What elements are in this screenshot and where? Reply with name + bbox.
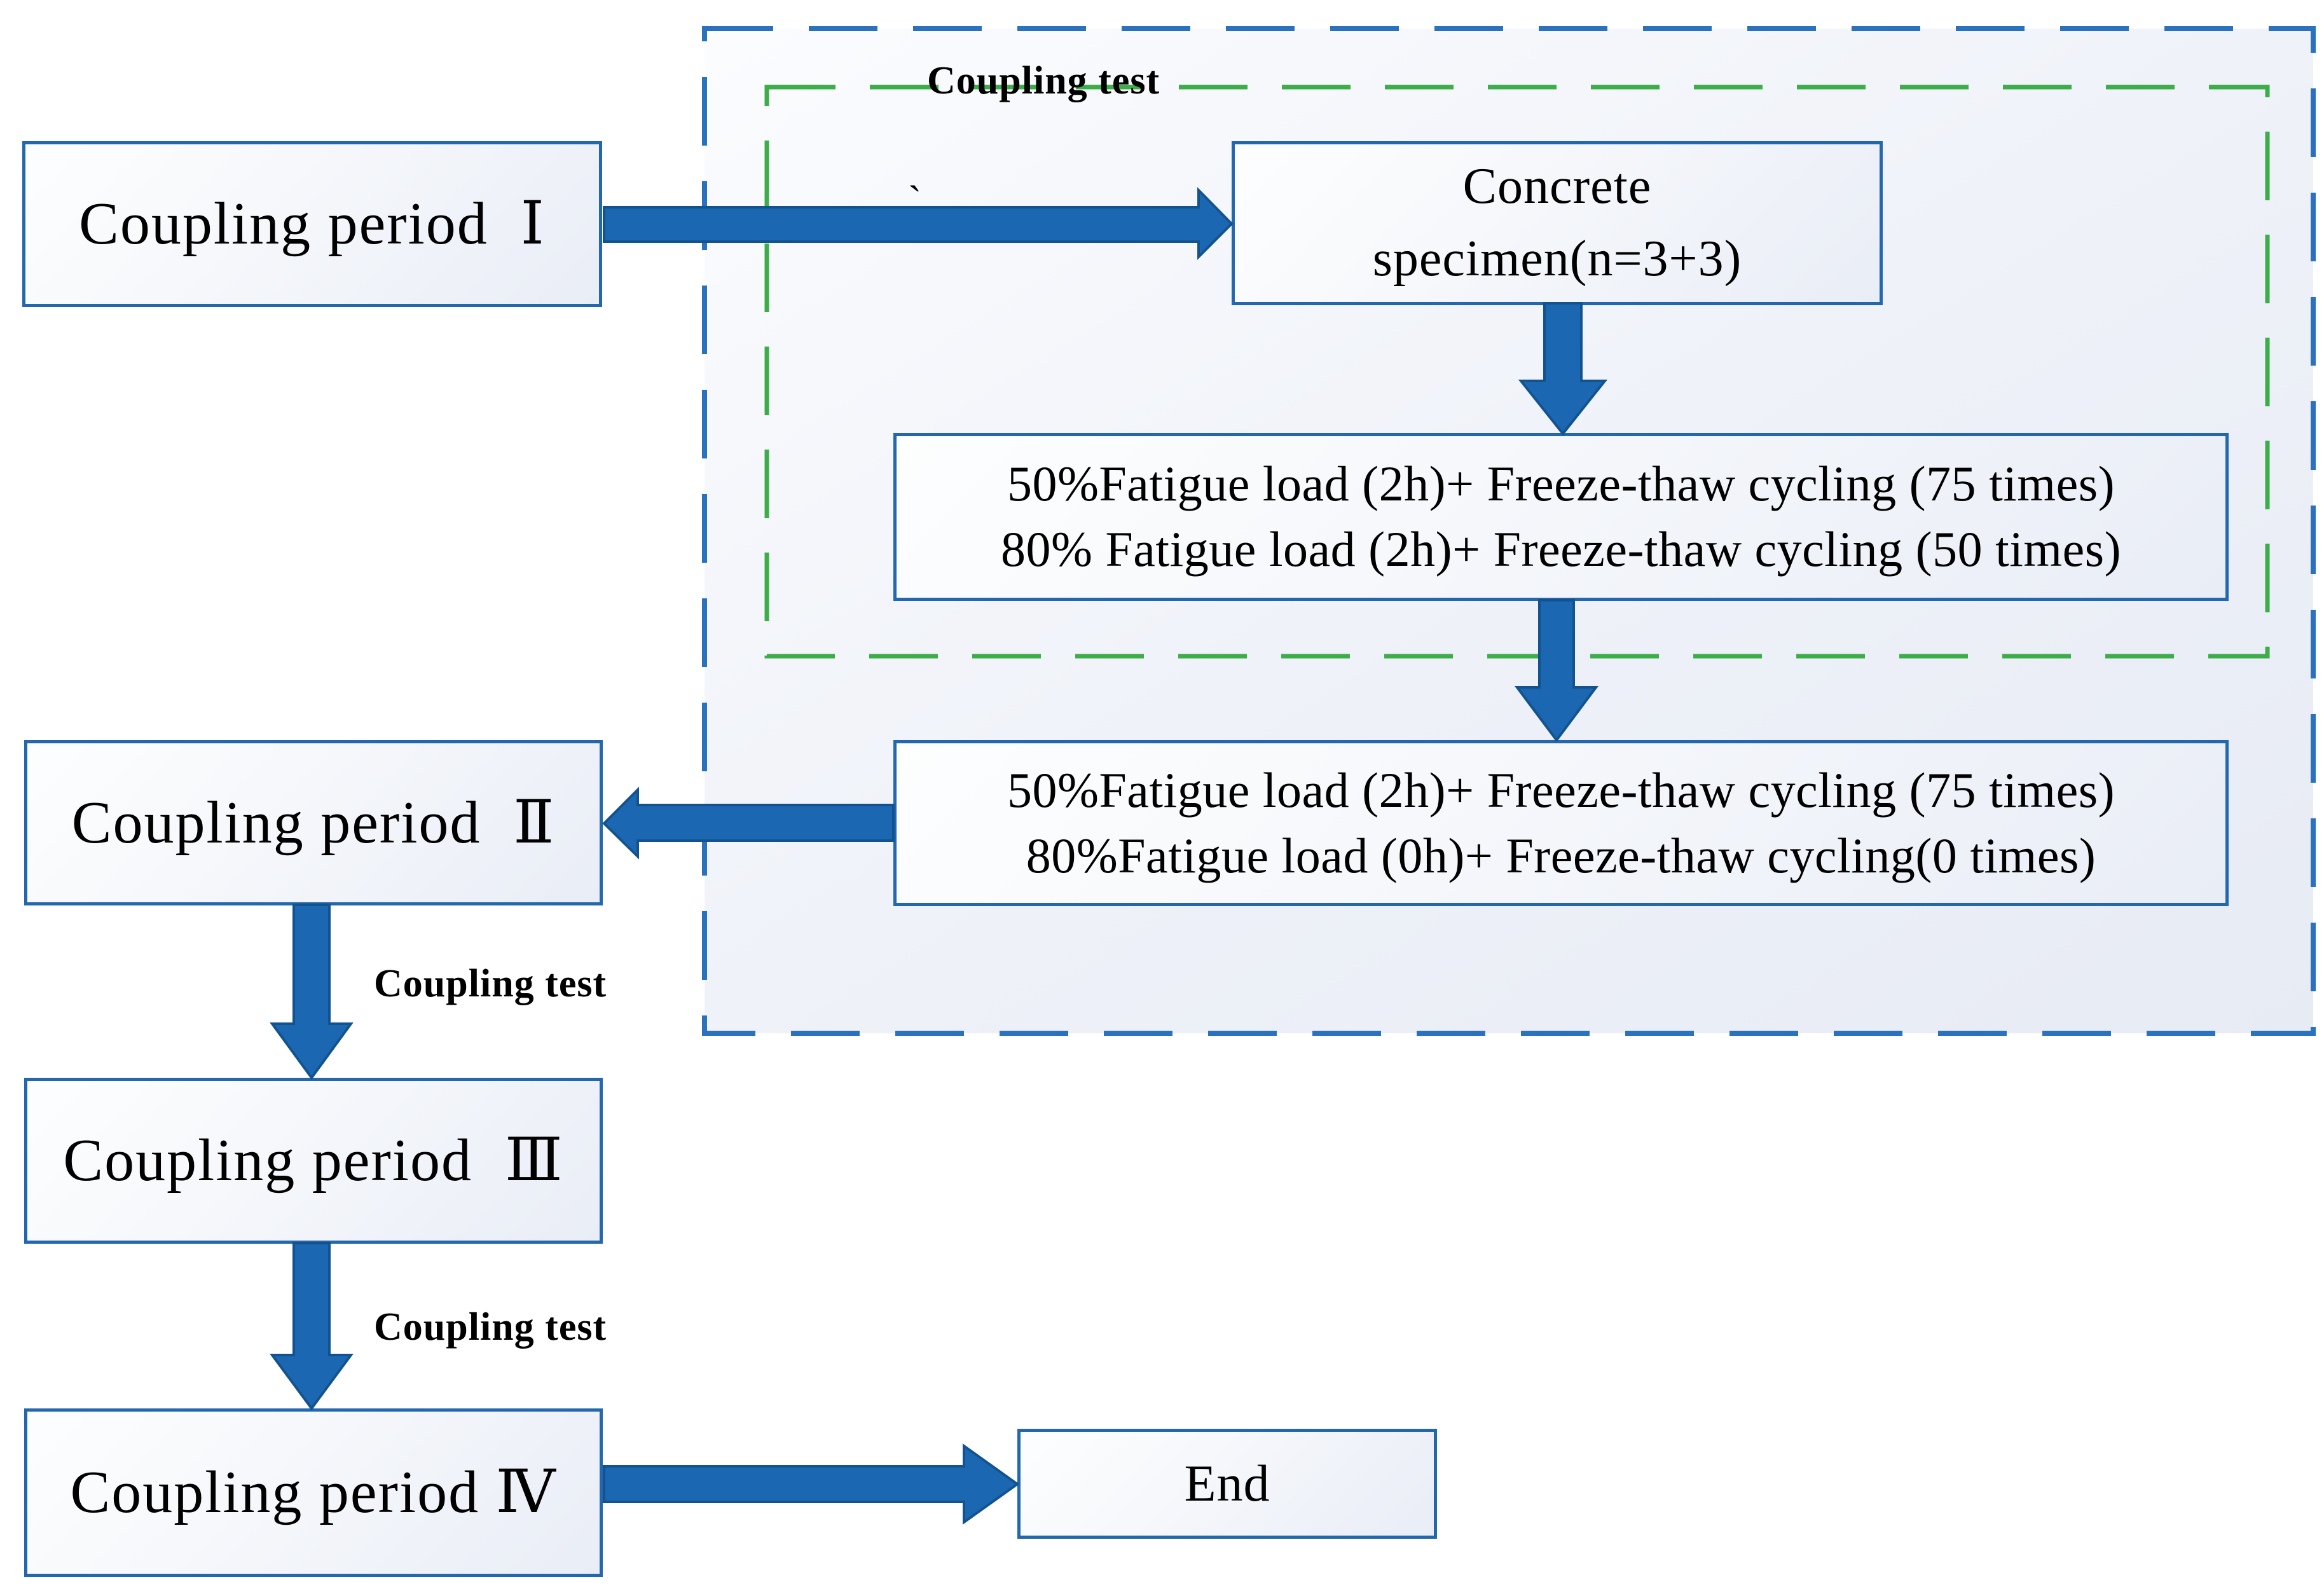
box-fatigue-freeze-thaw-top: 50%Fatigue load (2h)+ Freeze-thaw cyclin… bbox=[893, 433, 2229, 601]
box-coupling-period-2-label: Coupling period Ⅱ bbox=[71, 789, 556, 856]
box-coupling-period-1: Coupling period Ⅰ bbox=[22, 141, 602, 307]
box-coupling-period-4-label: Coupling period Ⅳ bbox=[70, 1459, 557, 1526]
box-coupling-period-1-label: Coupling period Ⅰ bbox=[79, 191, 546, 258]
box-end-label: End bbox=[1184, 1454, 1270, 1513]
concrete-specimen-line2: specimen(n=3+3) bbox=[1372, 231, 1742, 287]
label-coupling-test-top: Coupling test bbox=[927, 59, 1160, 102]
label-coupling-test-bottom: Coupling test bbox=[374, 1305, 607, 1349]
box-coupling-period-3: Coupling period Ⅲ bbox=[24, 1078, 603, 1244]
fatigue-bottom-line2: 80%Fatigue load (0h)+ Freeze-thaw cyclin… bbox=[1026, 827, 2096, 883]
box-concrete-specimen: Concrete specimen(n=3+3) bbox=[1232, 141, 1883, 305]
stray-tick-mark: ` bbox=[908, 177, 922, 223]
label-coupling-test-mid: Coupling test bbox=[374, 962, 607, 1005]
box-coupling-period-3-label: Coupling period Ⅲ bbox=[63, 1127, 564, 1194]
box-coupling-period-4: Coupling period Ⅳ bbox=[24, 1408, 603, 1577]
box-end: End bbox=[1017, 1429, 1437, 1539]
fatigue-top-line1: 50%Fatigue load (2h)+ Freeze-thaw cyclin… bbox=[1007, 456, 2115, 512]
concrete-specimen-line1: Concrete bbox=[1462, 158, 1652, 215]
box-fatigue-freeze-thaw-bottom: 50%Fatigue load (2h)+ Freeze-thaw cyclin… bbox=[893, 740, 2229, 906]
fatigue-top-line2: 80% Fatigue load (2h)+ Freeze-thaw cycli… bbox=[1000, 521, 2122, 577]
fatigue-bottom-line1: 50%Fatigue load (2h)+ Freeze-thaw cyclin… bbox=[1007, 762, 2115, 818]
box-coupling-period-2: Coupling period Ⅱ bbox=[24, 740, 603, 905]
